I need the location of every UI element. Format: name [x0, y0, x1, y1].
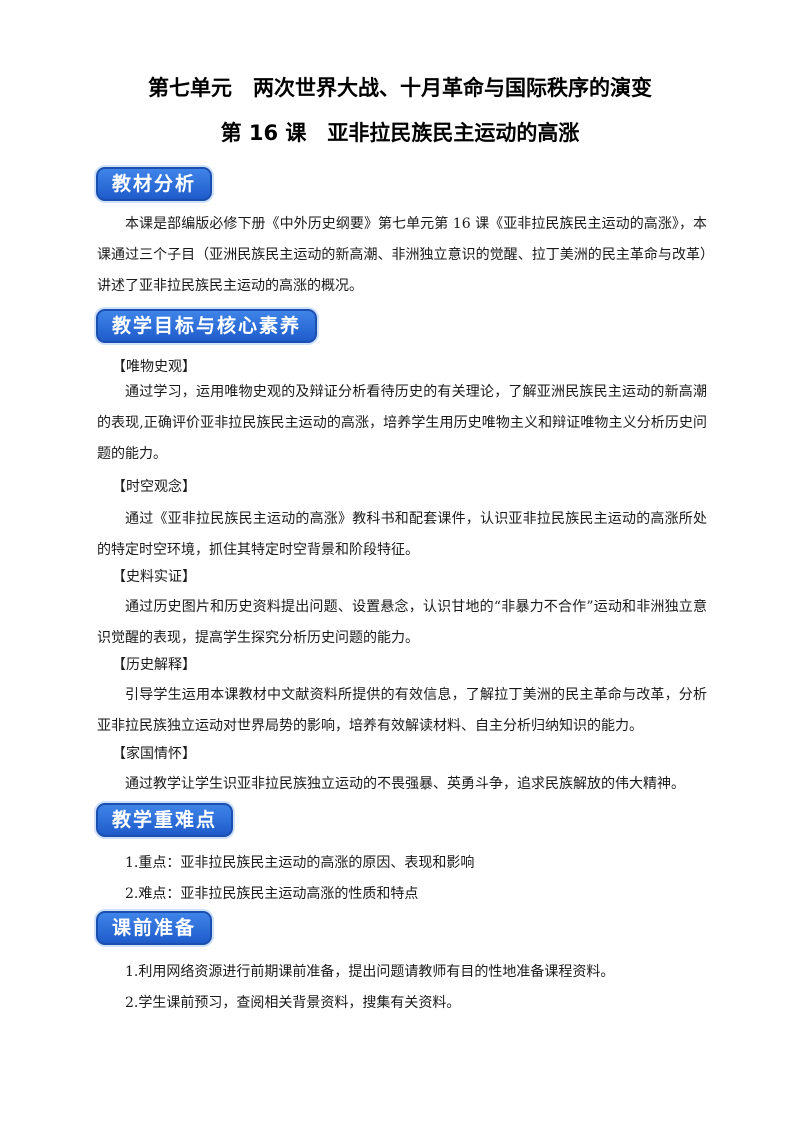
difficulty-key-point: 1.重点：亚非拉民族民主运动的高涨的原因、表现和影响 [125, 855, 475, 871]
section-badge-preparation: 课前准备 [96, 911, 213, 945]
section-badge-goals: 教学目标与核心素养 [96, 309, 318, 343]
goal-label-materialism: 【唯物史观】 [112, 359, 196, 375]
section-badge-analysis: 教材分析 [96, 167, 213, 201]
section-badge-difficulties: 教学重难点 [96, 803, 234, 837]
preparation-item-2: 2.学生课前预习，查阅相关背景资料，搜集有关资料。 [125, 995, 461, 1011]
goal-label-interpretation: 【历史解释】 [112, 657, 196, 673]
goal-label-spacetime: 【时空观念】 [112, 479, 196, 495]
goal-text-spacetime: 通过《亚非拉民族民主运动的高涨》教科书和配套课件，认识亚非拉民族民主运动的高涨所… [97, 511, 707, 558]
goal-text-interpretation: 引导学生运用本课教材中文献资料所提供的有效信息，了解拉丁美洲的民主革命与改革，分… [97, 687, 707, 734]
lesson-title: 第 16 课 亚非拉民族民主运动的高涨 [220, 121, 580, 145]
goal-label-patriotism: 【家国情怀】 [112, 746, 196, 762]
goal-text-materialism: 通过学习，运用唯物史观的及辩证分析看待历史的有关理论，了解亚洲民族民主运动的新高… [97, 384, 707, 462]
goal-text-patriotism: 通过教学让学生识亚非拉民族独立运动的不畏强暴、英勇斗争，追求民族解放的伟大精神。 [125, 776, 685, 792]
analysis-paragraph: 本课是部编版必修下册《中外历史纲要》第七单元第 16 课《亚非拉民族民主运动的高… [97, 216, 707, 294]
goal-label-evidence: 【史料实证】 [112, 569, 196, 585]
difficulty-hard-point: 2.难点：亚非拉民族民主运动高涨的性质和特点 [125, 886, 419, 902]
unit-title: 第七单元 两次世界大战、十月革命与国际秩序的演变 [148, 76, 652, 100]
goal-text-evidence: 通过历史图片和历史资料提出问题、设置悬念，认识甘地的“非暴力不合作”运动和非洲独… [97, 599, 707, 646]
preparation-item-1: 1.利用网络资源进行前期课前准备，提出问题请教师有目的性地准备课程资料。 [125, 964, 615, 980]
